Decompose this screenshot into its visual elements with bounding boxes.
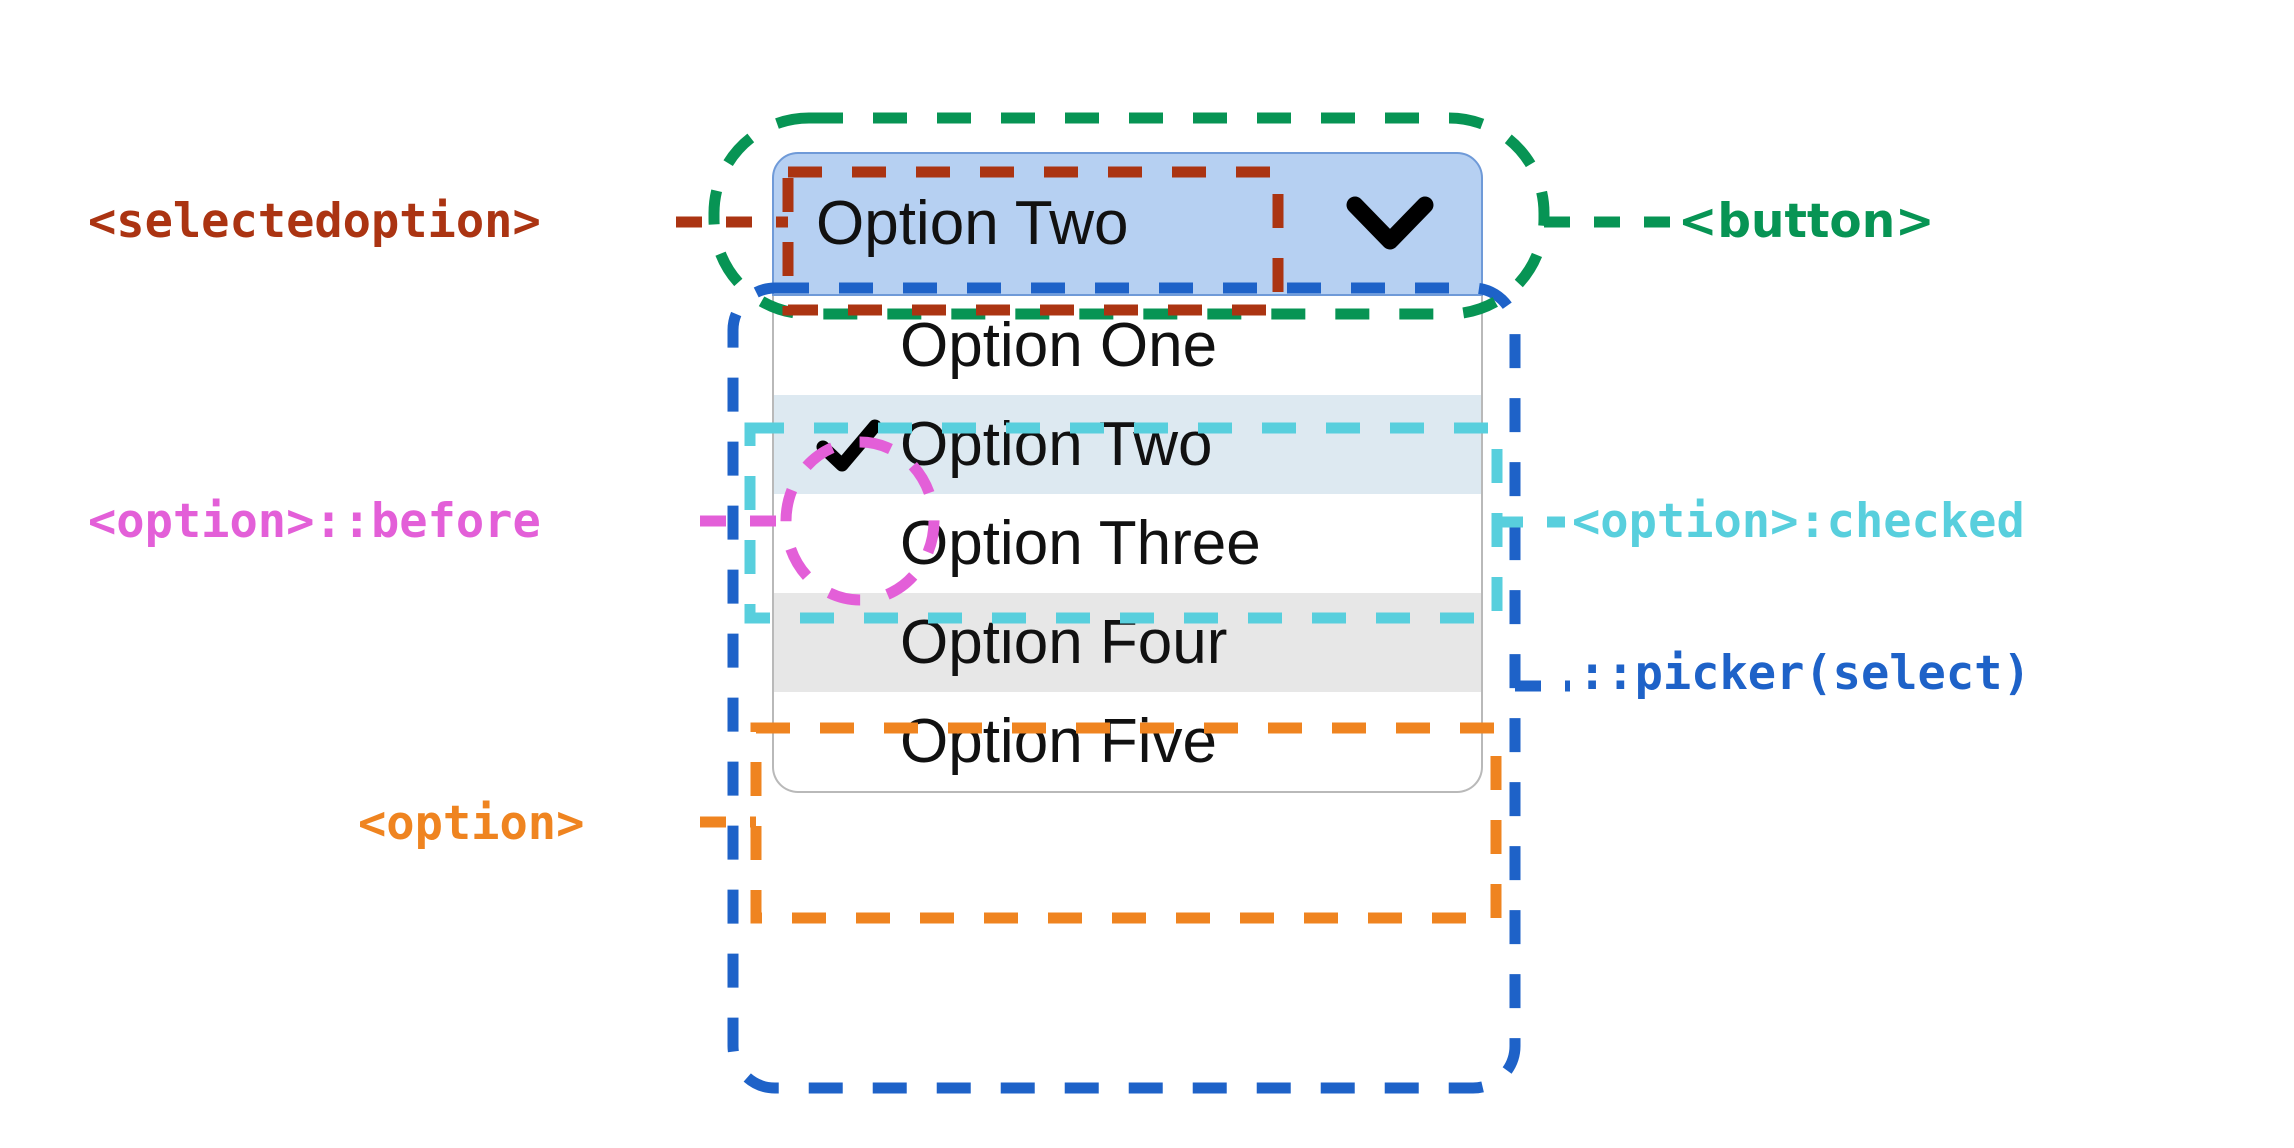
option-item-one[interactable]: Option One bbox=[774, 296, 1481, 395]
annotation-label-option-before: <option>::before bbox=[88, 494, 541, 549]
annotation-label-button: <button> bbox=[1678, 194, 1935, 249]
option-label: Option Four bbox=[900, 607, 1228, 677]
option-label: Option Two bbox=[900, 409, 1213, 479]
option-label: Option One bbox=[900, 310, 1218, 380]
option-item-three[interactable]: Option Three bbox=[774, 494, 1481, 593]
select-button[interactable]: Option Two bbox=[772, 152, 1483, 296]
picker-panel[interactable]: Option One Option Two Option Three Optio… bbox=[772, 296, 1483, 793]
chevron-down-icon bbox=[1346, 196, 1434, 250]
option-item-four[interactable]: Option Four bbox=[774, 593, 1481, 692]
annotation-label-option-checked: <option>:checked bbox=[1572, 494, 2025, 549]
option-item-two[interactable]: Option Two bbox=[774, 395, 1481, 494]
checkmark-icon bbox=[816, 419, 882, 471]
annotation-label-selectedoption: <selectedoption> bbox=[88, 194, 541, 249]
annotation-label-picker: ::picker(select) bbox=[1578, 646, 2031, 701]
annotation-label-option: <option> bbox=[358, 796, 585, 851]
option-label: Option Five bbox=[900, 706, 1218, 776]
select-widget[interactable]: Option Two Option One Option Two Option … bbox=[772, 152, 1483, 793]
option-label: Option Three bbox=[900, 508, 1261, 578]
option-item-five[interactable]: Option Five bbox=[774, 692, 1481, 791]
selectedoption-value: Option Two bbox=[816, 189, 1129, 258]
